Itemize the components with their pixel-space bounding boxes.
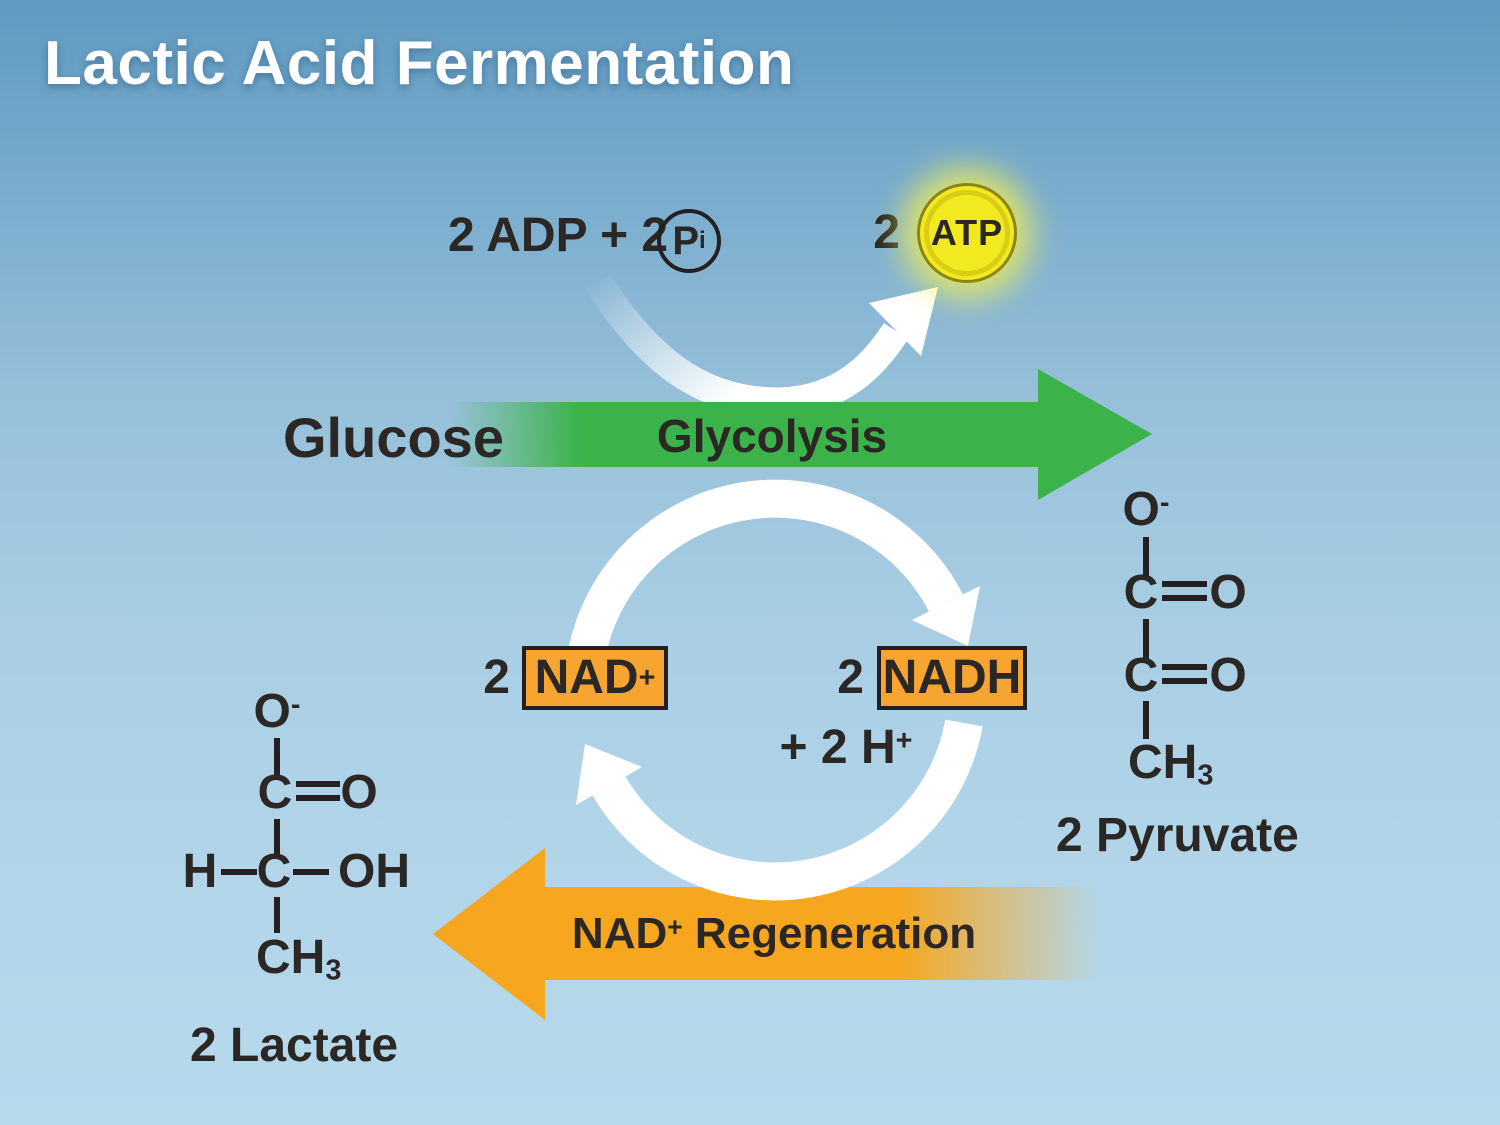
page-title: Lactic Acid Fermentation [44,29,795,98]
glucose-label: Glucose [283,406,504,469]
pyruvate-structure: O- C O C O CH3 2 Pyruvate [1050,480,1340,880]
bond [274,738,280,776]
nad-cycle-arrowhead-left [576,744,642,805]
nad-regeneration-arrow [433,848,1098,1020]
atp-circle: ATP [917,183,1017,283]
nad-cycle-arc-top [565,479,963,675]
glycolysis-label: Glycolysis [656,410,888,462]
bond [221,869,257,875]
charge-minus: - [290,689,301,722]
atp-count: 2 [873,206,900,259]
pyruvate-c1: C [1123,566,1159,619]
double-bond [1162,595,1207,601]
pyruvate-o1: O [1209,566,1247,619]
nad-cycle-arrowhead-right [912,586,980,646]
nad-box-base: NAD [534,651,639,704]
lactate-c2: C [256,845,292,898]
pi-subscript: i [699,227,706,254]
adp-label: 2 ADP + 2 [448,212,668,260]
lactate-o1: O [340,766,378,819]
ch-subscript: 3 [325,954,342,987]
adp-text: 2 ADP + 2 [448,209,669,262]
h-ion-base: + 2 H [779,721,896,774]
pi-base: P [672,219,699,263]
bond [274,897,280,933]
bond [1143,619,1149,659]
atp-label: ATP [930,212,1004,253]
lactate-label: 2 Lactate [190,1019,399,1072]
double-bond [1162,664,1207,670]
double-bond [1162,678,1207,684]
regen-rest: Regeneration [682,909,977,958]
nad-count: 2 [483,651,510,704]
atom-ch: CH [1128,736,1198,789]
nadh-box-label: NADH [882,651,1022,704]
double-bond [296,795,340,801]
bond [1143,701,1149,739]
nadh-box: NADH [877,646,1027,710]
bond [1143,537,1149,577]
h-ion-label: + 2 H+ [780,724,913,772]
nad-regeneration-label: NAD+ Regeneration [572,912,976,956]
ch-subscript: 3 [1197,759,1214,792]
charge-minus: - [1159,487,1170,520]
nad-cycle-arc-bottom [592,719,983,901]
adp-to-atp-arrowhead [869,287,938,356]
lactate-o-minus: O- [254,688,301,736]
lactate-h: H [182,845,218,898]
pyruvate-label: 2 Pyruvate [1056,809,1299,862]
glycolysis-arrow [452,369,1152,500]
bond [293,869,329,875]
double-bond [1162,581,1207,587]
nad-plus-box: NAD+ [522,646,668,710]
double-bond [296,781,340,787]
lactate-ch3: CH3 [256,934,341,985]
atom-ch: CH [256,931,326,984]
pyruvate-o-minus: O- [1123,486,1170,534]
lactate-structure: O- C O H C OH CH3 2 Lactate [150,660,440,1090]
bond [274,819,280,855]
lactate-c1: C [257,766,293,819]
pyruvate-o2: O [1209,649,1247,702]
lactate-oh: OH [338,845,410,898]
regen-sup: + [667,912,683,943]
nadh-count: 2 [837,651,864,704]
adp-to-atp-arrow [585,274,909,417]
atom-o: O [1122,483,1160,536]
h-ion-sup: + [895,725,913,758]
atom-o: O [253,685,291,738]
pyruvate-ch3: CH3 [1128,739,1213,790]
nad-box-sup: + [638,661,656,694]
regen-base: NAD [571,909,668,958]
pyruvate-c2: C [1123,649,1159,702]
